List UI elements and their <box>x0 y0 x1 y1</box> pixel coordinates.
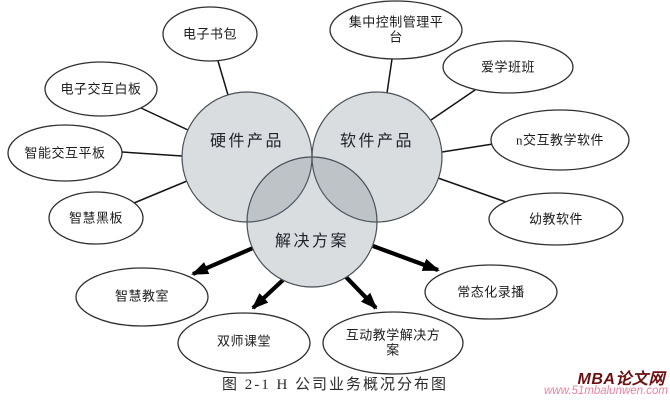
watermark-url: www.51mbalunwen.com <box>543 385 668 397</box>
solution-circle-label: 解决方案 <box>274 233 350 250</box>
solution-circle <box>246 156 378 288</box>
solution-arrow <box>344 275 378 310</box>
satellite-nodes <box>7 0 630 375</box>
venn-circles <box>181 91 443 288</box>
connector-line <box>217 60 229 96</box>
node-label: 电子交互白板 <box>60 81 142 97</box>
solution-arrows <box>191 244 440 310</box>
connector-line <box>437 177 507 203</box>
hardware-connectors <box>121 60 229 204</box>
node-label: 双师课堂 <box>216 333 272 349</box>
node-ellipse-youjiaoruanjian <box>488 192 624 246</box>
node-ellipse-zhihuijiaoshi <box>75 267 209 327</box>
hardware-circle-label: 硬件产品 <box>209 133 285 150</box>
node-label: 电子书包 <box>182 26 238 42</box>
node-ellipse-dianzishubao <box>162 6 258 62</box>
solution-arrow <box>191 246 254 276</box>
node-label: 智慧教室 <box>114 288 170 304</box>
node-ellipse-shuangshiketang <box>177 312 311 374</box>
node-ellipse-aixuebanban <box>442 40 574 94</box>
node-label: n交互教学软件 <box>515 132 605 148</box>
connector-line <box>430 89 476 121</box>
node-ellipse-zhihuiheiban <box>48 191 144 245</box>
node-label: 互动教学解决方案 <box>345 327 441 358</box>
connector-line <box>386 58 393 94</box>
figure-caption: 图 2-1 H 公司业务概况分布图 <box>221 377 449 393</box>
node-ellipse-changtaihualubo <box>424 264 558 320</box>
node-ellipse-dianzijiaohubaiban <box>44 61 158 117</box>
software-connectors <box>386 58 507 203</box>
node-label: 爱学班班 <box>480 59 536 75</box>
connector-line <box>441 143 494 153</box>
software-circle-label: 软件产品 <box>339 133 415 150</box>
node-ellipse-hudongjiaoxue <box>322 311 464 375</box>
solution-arrow <box>372 244 440 272</box>
node-label: 幼教软件 <box>528 211 584 227</box>
watermark-brand: MBA论文网 <box>577 371 665 388</box>
node-ellipse-njiaohujiaoxue <box>490 109 630 171</box>
node-label: 智慧黑板 <box>68 210 124 226</box>
node-label: 集中控制管理平台 <box>348 14 444 45</box>
node-ellipse-zhinengjiaohupingban <box>7 124 123 182</box>
connector-line <box>133 180 188 204</box>
connector-line <box>121 151 183 157</box>
node-ellipse-jizhongkongzhi <box>329 0 463 60</box>
connector-line <box>140 107 189 131</box>
solution-arrow <box>251 278 285 310</box>
node-label: 常态化录播 <box>457 284 525 300</box>
node-label: 智能交互平板 <box>24 145 106 161</box>
